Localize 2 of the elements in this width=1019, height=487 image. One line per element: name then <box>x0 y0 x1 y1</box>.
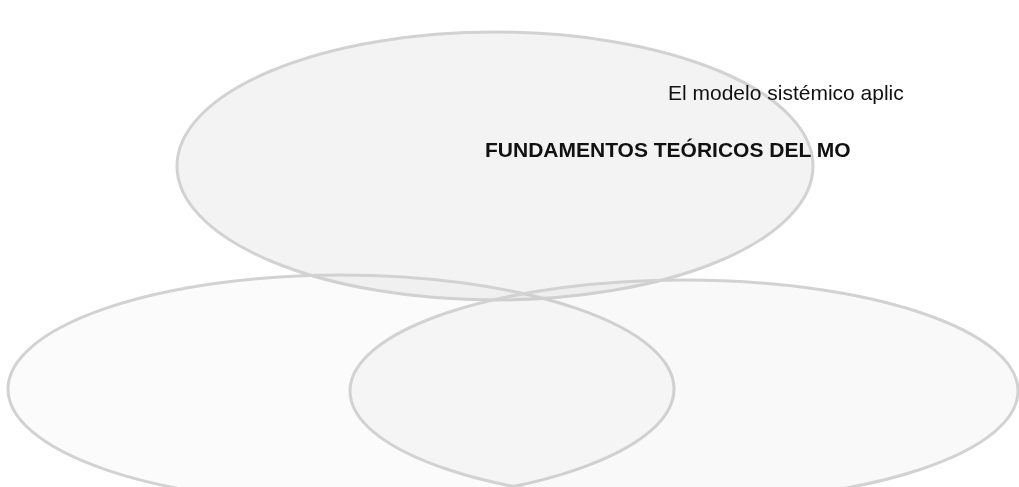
heading-text: FUNDAMENTOS TEÓRICOS DEL MO <box>485 138 851 162</box>
subtitle-text: El modelo sistémico aplic <box>668 81 904 105</box>
